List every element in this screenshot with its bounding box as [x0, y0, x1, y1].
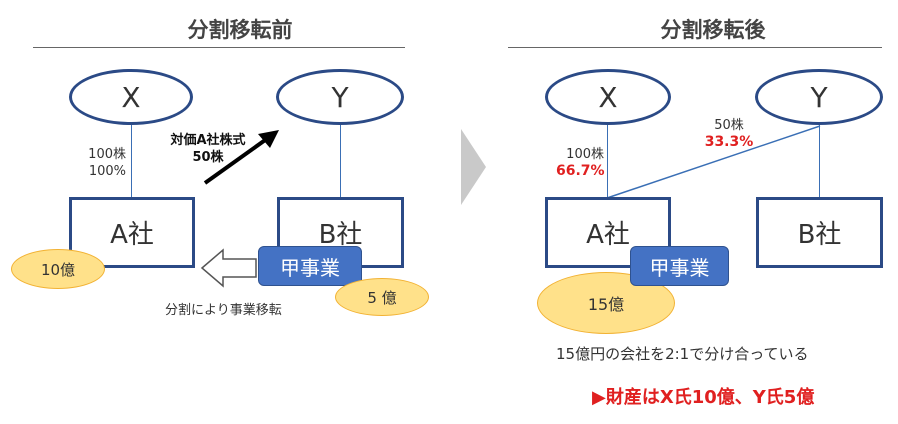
right-title-rule: [508, 47, 882, 48]
transfer-note: 分割により事業移転: [165, 303, 282, 318]
right-y-ownership: 50株 33.3%: [702, 117, 756, 151]
left-business-box: 甲事業: [258, 246, 362, 286]
right-b-box: B社: [756, 197, 883, 268]
left-a-value: 10億: [40, 260, 76, 279]
right-x-shares-pct: 66.7%: [556, 163, 605, 179]
right-y-b-line: [819, 125, 820, 197]
consideration-label: 対価A社株式 50株: [160, 132, 256, 166]
left-y-b-line: [340, 125, 341, 197]
right-b-label: B社: [797, 220, 842, 250]
left-y-ellipse: Y: [276, 69, 404, 125]
transfer-arrow: [200, 248, 257, 288]
right-a-label: A社: [586, 220, 630, 250]
right-summary: 15億円の会社を2:1で分け合っている: [556, 345, 809, 363]
right-x-ellipse: X: [545, 69, 671, 125]
left-y-label: Y: [331, 80, 349, 114]
consideration-arrow: [203, 136, 270, 185]
right-y-shares-pct: 33.3%: [704, 134, 754, 150]
left-business-value: 5 億: [367, 288, 397, 307]
right-title: 分割移転後: [660, 18, 766, 42]
chevron-right-icon: [461, 129, 486, 205]
left-title-rule: [33, 47, 405, 48]
right-y-ellipse: Y: [755, 69, 883, 125]
left-title: 分割移転前: [187, 18, 293, 42]
right-x-label: X: [598, 80, 618, 114]
right-conclusion: ▶財産はX氏10億、Y氏5億: [592, 387, 815, 408]
right-x-a-line: [607, 125, 608, 197]
right-y-shares-count: 50株: [714, 118, 744, 133]
right-a-value: 15億: [587, 295, 625, 314]
consideration-line2: 50株: [192, 150, 224, 165]
left-x-label: X: [121, 80, 141, 114]
right-x-ownership: 100株 66.7%: [556, 146, 605, 180]
left-business-value-badge: 5 億: [335, 278, 429, 316]
left-x-ellipse: X: [69, 69, 193, 125]
left-business-label: 甲事業: [280, 255, 340, 280]
left-ownership-label: 100株 100%: [82, 146, 126, 180]
right-business-label: 甲事業: [649, 255, 710, 280]
left-a-shares-count: 100株: [88, 147, 126, 162]
left-a-label: A社: [110, 220, 154, 250]
right-x-shares-count: 100株: [566, 147, 604, 162]
y-to-a-line: [606, 125, 821, 199]
left-a-box: A社: [69, 197, 195, 268]
consideration-arrowhead: [258, 130, 279, 148]
left-a-value-badge: 10億: [11, 249, 105, 289]
right-business-box: 甲事業: [630, 246, 729, 286]
left-a-shares-pct: 100%: [88, 164, 126, 179]
consideration-line1: 対価A社株式: [170, 133, 246, 148]
left-x-a-line: [131, 125, 132, 197]
right-y-label: Y: [810, 80, 828, 114]
left-b-label: B社: [318, 220, 363, 250]
